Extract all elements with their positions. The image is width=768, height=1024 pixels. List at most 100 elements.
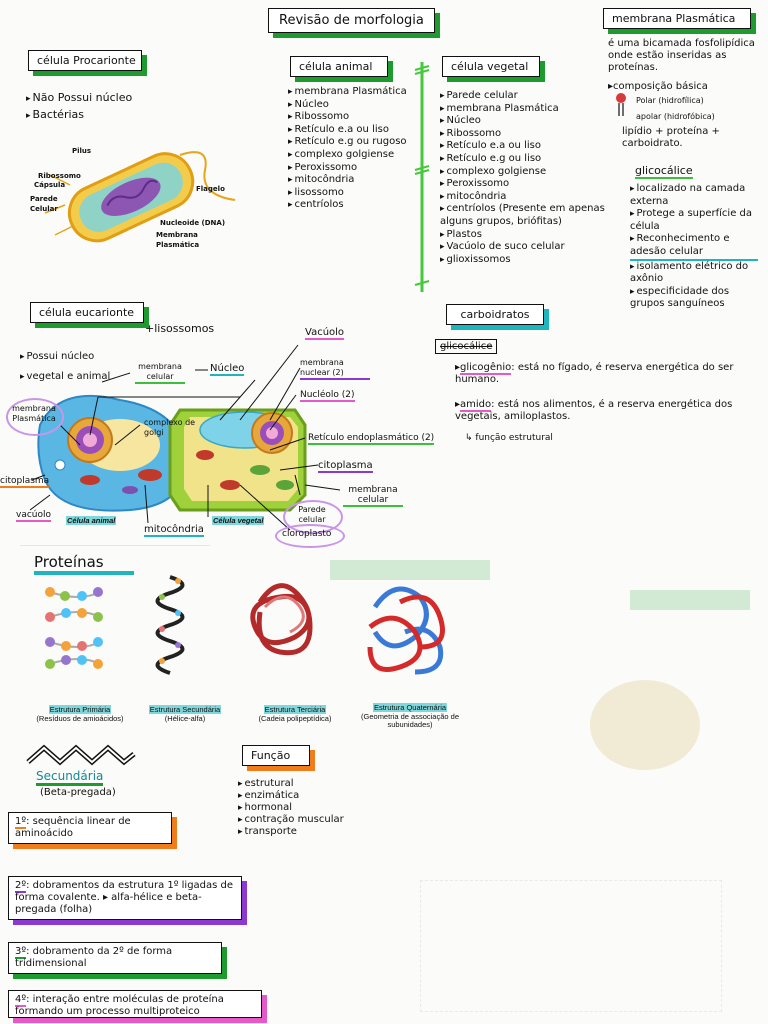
vegetal-item: Retículo e.g ou liso xyxy=(440,153,628,166)
bacteria-label-parede: Parede Celular xyxy=(30,195,58,213)
animal-item: mitocôndria xyxy=(288,174,407,187)
animal-item: Ribossomo xyxy=(288,111,407,124)
eucariote-connectors xyxy=(29,344,341,531)
animal-list: membrana Plasmática Núcleo Ribossomo Ret… xyxy=(288,86,407,212)
level-4-num: 4º xyxy=(15,994,27,1007)
label-vacuolo-top: Vacúolo xyxy=(305,327,345,340)
level-2-text: : dobramentos da estrutura 1º ligadas de… xyxy=(15,880,234,915)
membrana-heading: membrana Plasmática xyxy=(603,8,751,29)
animal-heading: célula animal xyxy=(290,56,388,77)
glicocalice-item: especificidade dos grupos sanguíneos xyxy=(630,286,758,311)
beta-label: (Beta-pregada) xyxy=(40,787,116,798)
eucarionte-item: Possui núcleo xyxy=(20,346,110,368)
procariote-list: Não Possui núcleo Bactérias xyxy=(26,90,133,124)
label-membrana-plasmatica-bubble xyxy=(6,398,64,436)
eucarionte-extra: +lisossomos xyxy=(145,322,215,335)
ghost-bg-cell xyxy=(590,680,700,770)
level-2: 2º: dobramentos da estrutura 1º ligadas … xyxy=(8,876,242,920)
caption-celula-vegetal-text: Célula vegetal xyxy=(212,516,265,525)
animal-item: membrana Plasmática xyxy=(288,86,407,99)
phospholipid-icon xyxy=(616,93,626,116)
membrana-polar: Polar (hidrofílica) xyxy=(636,96,704,105)
level-1: 1º: sequência linear de aminoácido xyxy=(8,812,172,844)
divider-line xyxy=(414,62,430,292)
animal-item: complexo golgiense xyxy=(288,149,407,162)
glicocalice-item: isolamento elétrico do axônio xyxy=(630,261,758,286)
struct-terciaria-name: Estrutura Terciária xyxy=(263,705,327,714)
carboidratos-struck-text: glicocálice xyxy=(440,341,493,352)
glicogenio-term: glicogênio xyxy=(460,362,512,375)
ghost-bg-right xyxy=(630,590,750,610)
funcao-heading: Função xyxy=(242,745,310,766)
vegetal-item: Vacúolo de suco celular xyxy=(440,241,628,254)
glicocalice-item: localizado na camada externa xyxy=(630,183,758,208)
carboidratos-glicogenio: ▸glicogênio: está no fígado, é reserva e… xyxy=(455,362,734,385)
level-3-text: : dobramento da 2º de forma tridimension… xyxy=(15,946,173,969)
struct-secundaria: Estrutura Secundária (Hélice-alfa) xyxy=(145,705,225,723)
level-1-text: : sequência linear de aminoácido xyxy=(15,816,131,839)
procariote-item: Não Possui núcleo xyxy=(26,90,133,107)
struct-primaria: Estrutura Primária (Resíduos de amioácid… xyxy=(30,705,130,723)
ghost-bg-left xyxy=(20,545,210,646)
vegetal-item: Ribossomo xyxy=(440,128,628,141)
caption-celula-animal: Célula animal xyxy=(66,516,117,526)
vegetal-item: Núcleo xyxy=(440,115,628,128)
glicocalice-heading: glicocálice xyxy=(635,164,693,179)
proteinas-heading: Proteínas xyxy=(34,555,134,575)
label-parede-celular: Parede celular xyxy=(298,505,326,524)
secundaria-label: Secundária xyxy=(36,770,104,786)
membrana-comp-formula: lipídio + proteína + carboidrato. xyxy=(622,126,720,149)
eucarionte-heading: célula eucarionte xyxy=(30,302,144,323)
bacteria-label-ribossomo: Ribossomo xyxy=(38,172,81,180)
animal-item: Peroxissomo xyxy=(288,162,407,175)
beta-sheet-icon xyxy=(26,744,136,766)
ghost-bg-cells-bottom xyxy=(420,880,722,1012)
procariote-heading: célula Procarionte xyxy=(28,50,142,71)
vegetal-item: centríolos (Presente em apenas alguns gr… xyxy=(440,203,630,228)
label-vacuolo-left: vacúolo xyxy=(16,510,52,522)
glicocalice-item: Protege a superfície da célula xyxy=(630,208,758,233)
amido-term: amido xyxy=(460,399,492,412)
membrana-comp-label: ▸composição básica xyxy=(608,81,708,92)
carboidratos-amido: ▸amido: está nos alimentos, é a reserva … xyxy=(455,399,733,422)
struct-primaria-sub: (Resíduos de amioácidos) xyxy=(36,713,124,723)
label-nucleolo: Nucléolo (2) xyxy=(300,390,355,402)
vegetal-item: Parede celular xyxy=(440,90,628,103)
eucarionte-list: Possui núcleo vegetal e animal xyxy=(20,346,111,386)
vegetal-item: complexo golgiense xyxy=(440,166,628,179)
label-nucleo: Núcleo xyxy=(210,363,245,376)
bacteria-diagram xyxy=(44,151,236,243)
label-membrana-celular-r: membrana celular xyxy=(343,485,403,507)
struct-secundaria-name: Estrutura Secundária xyxy=(148,705,222,714)
membrana-desc: é uma bicamada fosfolipídica onde estão … xyxy=(608,38,755,73)
vegetal-item: Retículo e.a ou liso xyxy=(440,140,628,153)
funcao-list: estrutural enzimática hormonal contração… xyxy=(238,778,344,838)
animal-item: Retículo e.a ou liso xyxy=(288,124,407,137)
level-3-num: 3º xyxy=(15,946,27,959)
struct-terciaria: Estrutura Terciária (Cadeia polipeptídic… xyxy=(250,705,340,723)
struct-quaternaria-name: Estrutura Quaternária xyxy=(372,703,448,712)
procariote-item: Bactérias xyxy=(26,107,132,124)
amido-funcao-text: função estrutural xyxy=(475,433,553,443)
animal-item: centríolos xyxy=(288,199,407,212)
page-title: Revisão de morfologia xyxy=(268,8,435,33)
label-cloroplasto-bubble xyxy=(275,524,345,548)
label-citoplasma-right: citoplasma xyxy=(318,460,373,473)
label-mitocondria: mitocôndria xyxy=(144,524,204,537)
level-1-num: 1º xyxy=(15,816,27,829)
label-membrana-plasmatica: membrana Plasmática xyxy=(12,404,56,423)
label-citoplasma-left: citoplasma xyxy=(0,476,50,488)
ghost-bg-box xyxy=(330,560,490,580)
bacteria-label-flagelo: Flagelo xyxy=(196,185,225,193)
glicocalice-list: localizado na camada externa Protege a s… xyxy=(630,183,758,311)
carboidratos-funcao: ↳ função estrutural xyxy=(465,433,553,443)
funcao-item: contração muscular xyxy=(238,814,344,826)
glicogenio-text: : está no fígado, é reserva energética d… xyxy=(455,362,734,385)
amido-text: : está nos alimentos, é a reserva energé… xyxy=(455,399,733,422)
struct-primaria-name: Estrutura Primária xyxy=(48,705,112,714)
struct-secundaria-sub: (Hélice-alfa) xyxy=(164,713,206,723)
vegetal-item: mitocôndria xyxy=(440,191,628,204)
vegetal-item: glioxissomos xyxy=(440,254,628,267)
level-3: 3º: dobramento da 2º de forma tridimensi… xyxy=(8,942,222,974)
label-reticulo: Retículo endoplasmático (2) xyxy=(308,433,435,445)
